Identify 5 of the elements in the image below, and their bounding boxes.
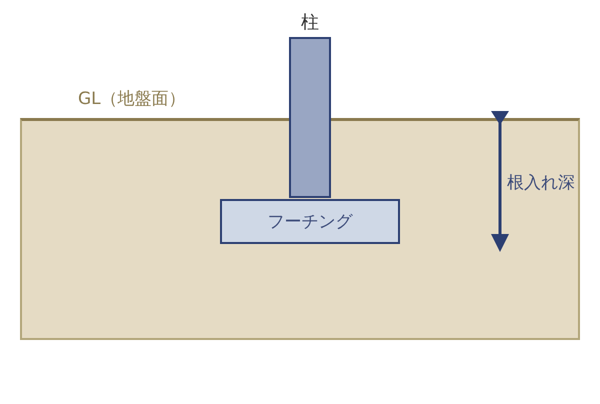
column-label: 柱 xyxy=(301,13,319,33)
depth-label: 根入れ深 xyxy=(507,173,575,194)
ground-level-label: GL（地盤面） xyxy=(78,90,186,109)
footing-box xyxy=(220,198,400,244)
footing-label: フーチング xyxy=(268,210,352,233)
